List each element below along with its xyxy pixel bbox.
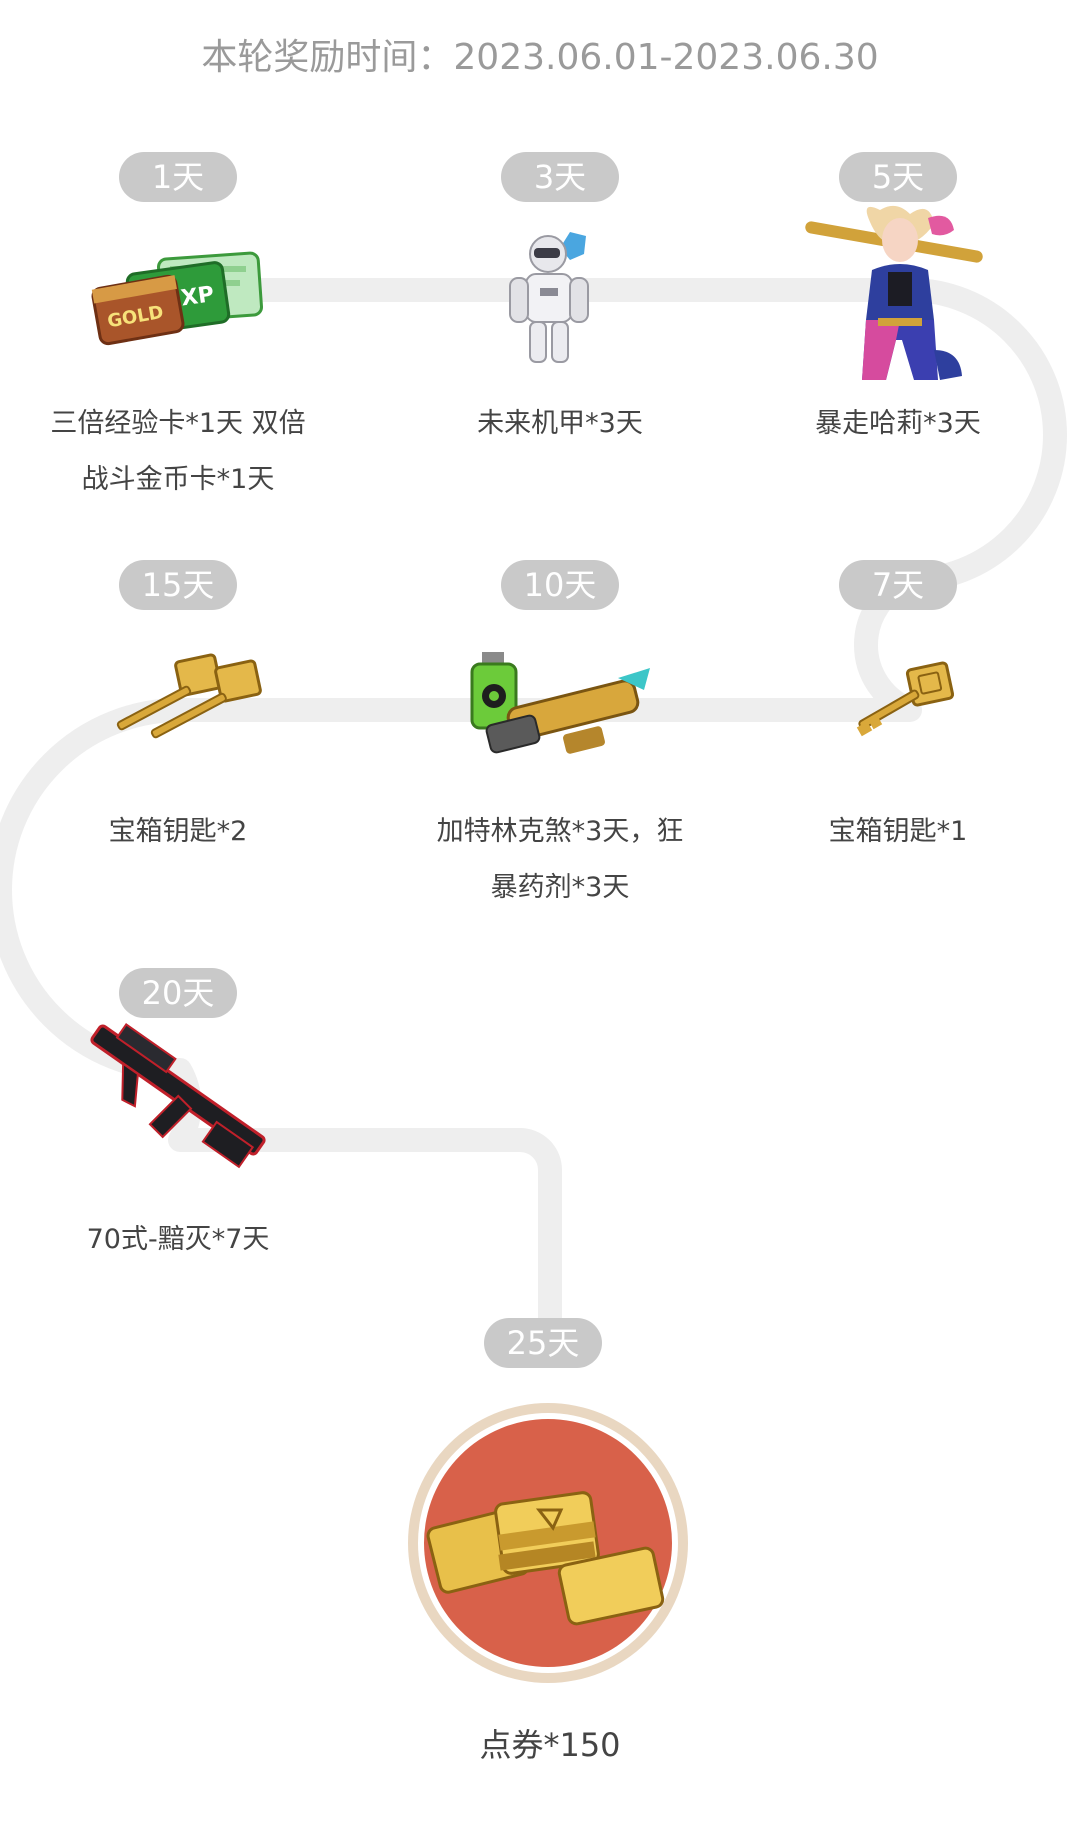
reward-label-20: 70式-黯灭*7天 [86, 1224, 270, 1255]
gold-exp-cards-icon: EXP GOLD [91, 251, 264, 346]
day-pill-20: 20天 [119, 968, 237, 1018]
grand-reward-badge [408, 1403, 688, 1683]
reward-label-1: 三倍经验卡*1天 双倍战斗金币卡*1天 [50, 408, 306, 495]
reward-period-range: 2023.06.01-2023.06.30 [453, 37, 879, 78]
day-pill-15: 15天 [119, 560, 237, 610]
chest-keys-icon [116, 653, 262, 739]
reward-period-label: 本轮奖励时间： [201, 37, 454, 78]
reward-label-5: 暴走哈莉*3天 [815, 408, 981, 439]
day-pill-25: 25天 [484, 1318, 602, 1368]
reward-label-7: 宝箱钥匙*1 [828, 816, 968, 847]
day-pill-5: 5天 [839, 152, 957, 202]
harley-character-icon [805, 205, 983, 380]
chest-key-icon [856, 661, 955, 737]
reward-label-3: 未来机甲*3天 [477, 408, 643, 439]
gold-coupons-icon [426, 1491, 665, 1626]
gatling-gun-icon [470, 652, 650, 754]
future-mecha-icon [509, 232, 589, 363]
day-pill-10: 10天 [501, 560, 619, 610]
reward-label-15: 宝箱钥匙*2 [108, 816, 248, 847]
reward-label-10: 加特林克煞*3天，狂暴药剂*3天 [436, 816, 684, 903]
rifle-icon [90, 1023, 266, 1169]
day-pill-7: 7天 [839, 560, 957, 610]
reward-label-25: 点券*150 [479, 1726, 621, 1764]
day-pill-1: 1天 [119, 152, 237, 202]
day-pill-3: 3天 [501, 152, 619, 202]
reward-period: 本轮奖励时间：2023.06.01-2023.06.30 [0, 28, 1080, 80]
